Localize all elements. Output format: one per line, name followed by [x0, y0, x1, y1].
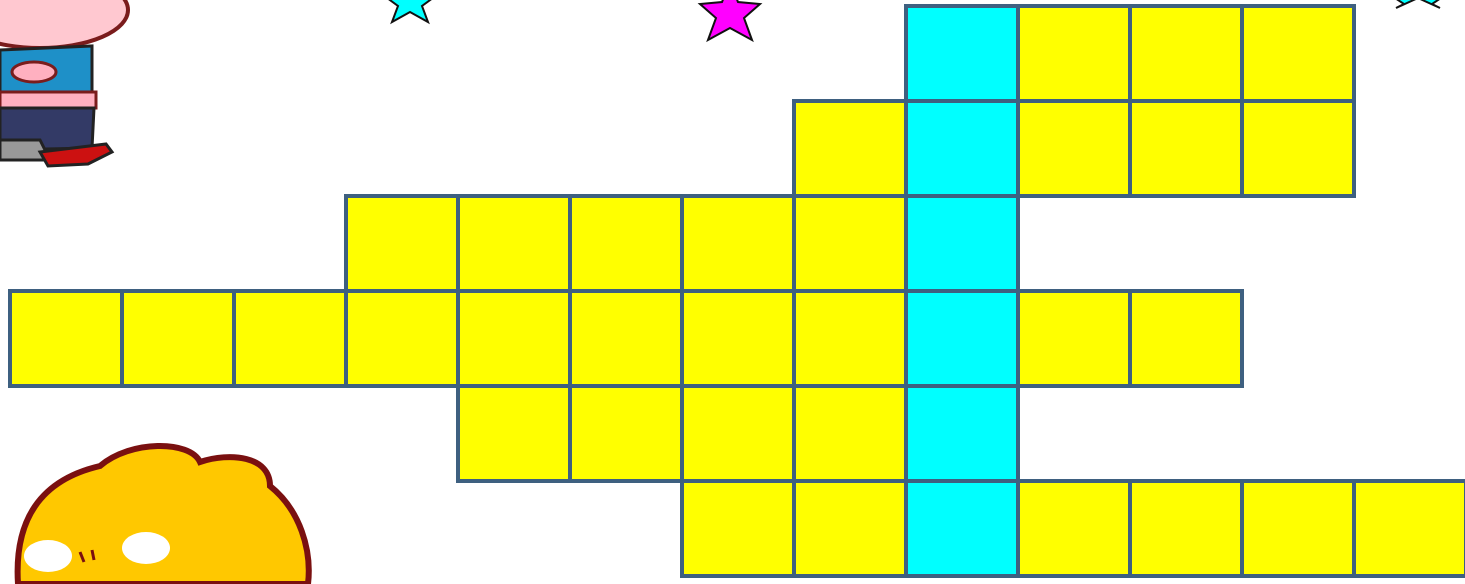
answer-cell[interactable]	[1242, 101, 1354, 196]
key-cell[interactable]	[906, 291, 1018, 386]
cyan-star-icon	[379, 0, 441, 22]
answer-cell[interactable]	[794, 386, 906, 481]
answer-cell[interactable]	[1130, 101, 1242, 196]
key-cell[interactable]	[906, 481, 1018, 576]
answer-cell[interactable]	[1130, 291, 1242, 386]
answer-cell[interactable]	[346, 196, 458, 291]
answer-cell[interactable]	[570, 291, 682, 386]
answer-cell[interactable]	[1242, 6, 1354, 101]
answer-cell[interactable]	[234, 291, 346, 386]
answer-cell[interactable]	[1242, 481, 1354, 576]
answer-cell[interactable]	[1018, 291, 1130, 386]
answer-cell[interactable]	[570, 386, 682, 481]
key-cell[interactable]	[906, 196, 1018, 291]
key-cell[interactable]	[906, 386, 1018, 481]
key-cell[interactable]	[906, 6, 1018, 101]
answer-cell[interactable]	[122, 291, 234, 386]
cartoon-chick-icon	[18, 446, 309, 584]
cartoon-pig-icon	[0, 0, 128, 166]
answer-cell[interactable]	[682, 291, 794, 386]
answer-cell[interactable]	[794, 196, 906, 291]
answer-cell[interactable]	[1130, 481, 1242, 576]
key-cell[interactable]	[906, 101, 1018, 196]
cyan-star-icon-corner	[1386, 0, 1450, 8]
answer-cell[interactable]	[1018, 481, 1130, 576]
answer-cell[interactable]	[458, 291, 570, 386]
answer-cell[interactable]	[10, 291, 122, 386]
answer-cell[interactable]	[1018, 6, 1130, 101]
answer-cell[interactable]	[1018, 101, 1130, 196]
answer-cell[interactable]	[794, 291, 906, 386]
answer-cell[interactable]	[1354, 481, 1465, 576]
answer-cell[interactable]	[346, 291, 458, 386]
answer-cell[interactable]	[794, 101, 906, 196]
answer-cell[interactable]	[570, 196, 682, 291]
answer-cell[interactable]	[458, 196, 570, 291]
answer-cell[interactable]	[682, 386, 794, 481]
answer-cell[interactable]	[794, 481, 906, 576]
answer-cell[interactable]	[458, 386, 570, 481]
answer-cell[interactable]	[682, 196, 794, 291]
magenta-star-icon	[700, 0, 760, 40]
answer-cell[interactable]	[682, 481, 794, 576]
answer-cell[interactable]	[1130, 6, 1242, 101]
